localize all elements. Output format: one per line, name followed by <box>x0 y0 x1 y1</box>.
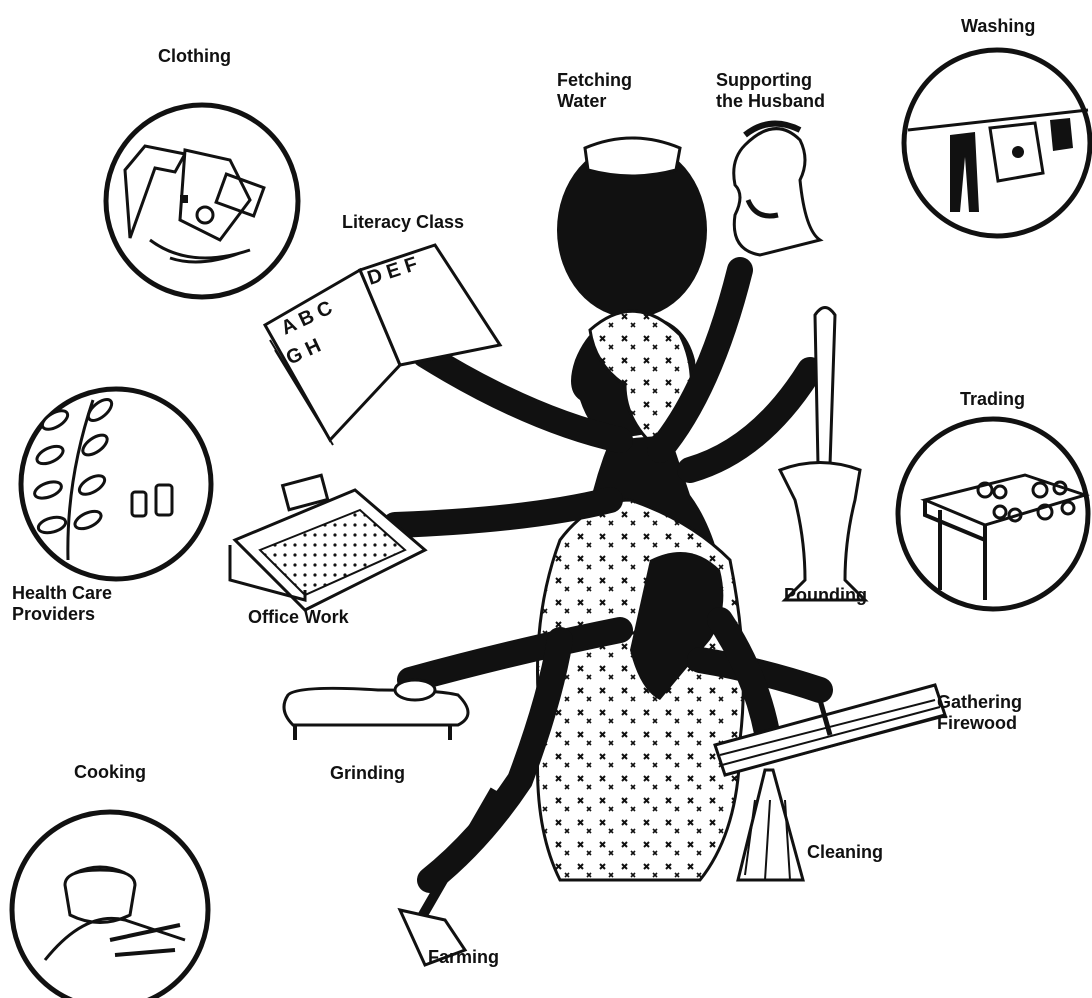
clothing-icon <box>106 105 298 297</box>
broom-icon <box>738 770 803 880</box>
label-literacy-class: Literacy Class <box>342 212 464 233</box>
trading-icon <box>898 419 1088 609</box>
label-health-care-providers: Health Care Providers <box>12 583 112 625</box>
woman-figure: A B C G H D E F <box>230 124 945 965</box>
label-supporting-husband-line1: Supporting <box>716 70 825 91</box>
label-gathering-firewood-line2: Firewood <box>937 713 1022 734</box>
label-cooking: Cooking <box>74 762 146 783</box>
label-washing: Washing <box>961 16 1035 37</box>
label-office-work: Office Work <box>248 607 349 628</box>
label-grinding: Grinding <box>330 763 405 784</box>
label-supporting-husband: Supporting the Husband <box>716 70 825 112</box>
label-pounding: Pounding <box>784 585 867 606</box>
label-fetching-water-line1: Fetching <box>557 70 632 91</box>
label-supporting-husband-line2: the Husband <box>716 91 825 112</box>
water-pot-icon <box>557 138 707 318</box>
hoe-icon <box>400 790 495 965</box>
washing-icon <box>904 50 1090 236</box>
label-fetching-water: Fetching Water <box>557 70 632 112</box>
mortar-pestle-icon <box>780 308 865 601</box>
book-icon: A B C G H D E F <box>265 245 500 445</box>
grinding-stone-icon <box>284 680 468 740</box>
health-care-icon <box>21 389 211 579</box>
label-gathering-firewood-line1: Gathering <box>937 692 1022 713</box>
label-clothing: Clothing <box>158 46 231 67</box>
typewriter-icon <box>230 475 425 610</box>
label-trading: Trading <box>960 389 1025 410</box>
label-health-care-line1: Health Care <box>12 583 112 604</box>
cooking-icon <box>12 812 208 998</box>
label-farming: Farming <box>428 947 499 968</box>
label-fetching-water-line2: Water <box>557 91 632 112</box>
label-gathering-firewood: Gathering Firewood <box>937 692 1022 734</box>
label-cleaning: Cleaning <box>807 842 883 863</box>
husband-portrait-icon <box>734 124 820 255</box>
label-health-care-line2: Providers <box>12 604 112 625</box>
